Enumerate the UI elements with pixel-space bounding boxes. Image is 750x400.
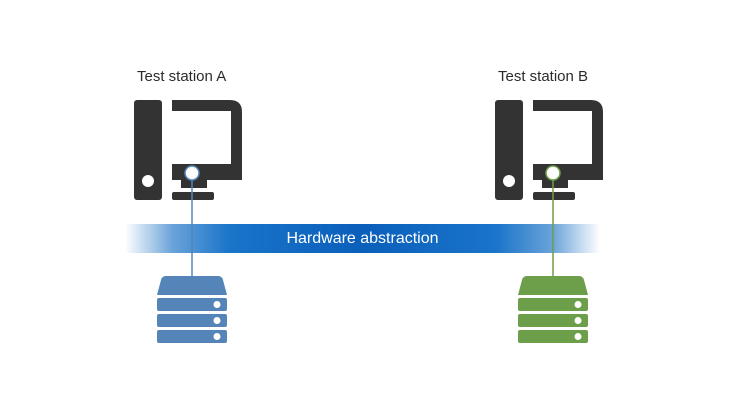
server-a-icon	[157, 276, 227, 343]
station-a-label: Test station A	[137, 68, 227, 85]
connector-a-icon	[184, 165, 200, 181]
station-b-label: Test station B	[498, 68, 589, 85]
server-b-icon	[518, 276, 588, 343]
connector-b-icon	[545, 165, 561, 181]
computer-b-icon	[495, 100, 603, 200]
hardware-abstraction-layer: Hardware abstraction	[125, 224, 600, 253]
computer-a-icon	[134, 100, 242, 200]
layer-label: Hardware abstraction	[286, 230, 439, 247]
